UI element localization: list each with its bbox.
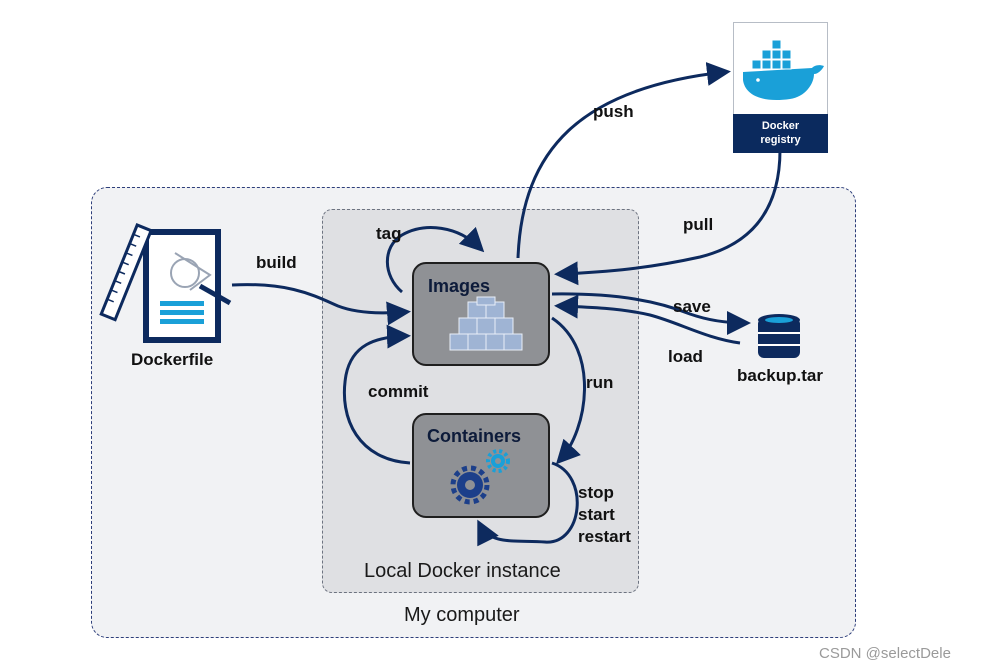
run-arrow (551, 316, 586, 465)
watermark: CSDN @selectDele (819, 645, 951, 662)
build-arrow (231, 283, 411, 326)
images-label: Images (428, 276, 491, 296)
database-icon (758, 314, 800, 358)
build-label: build (256, 253, 297, 272)
commit-label: commit (368, 382, 429, 401)
containers-label: Containers (427, 426, 522, 446)
tag-arrow (386, 226, 485, 294)
tag-label: tag (376, 224, 402, 243)
push-label: push (593, 102, 634, 121)
local-docker-instance-label: Local Docker instance (364, 560, 561, 582)
save-label: save (673, 297, 711, 316)
registry-label-line2: registry (760, 134, 801, 146)
start-label: start (578, 505, 615, 524)
docker-registry-band (733, 114, 828, 153)
save-arrow (551, 292, 751, 335)
dockerfile-icon (99, 223, 232, 343)
load-arrow (554, 294, 741, 345)
dockerfile-label: Dockerfile (131, 350, 214, 369)
images-stack-icon (449, 296, 523, 351)
load-label: load (668, 347, 703, 366)
backup-tar-label: backup.tar (737, 366, 823, 385)
registry-label-line1: Docker (761, 120, 800, 132)
restart-label: restart (578, 527, 631, 546)
my-computer-label: My computer (404, 604, 520, 626)
pull-label: pull (683, 215, 714, 234)
commit-arrow (342, 324, 411, 465)
docker-whale-icon (743, 39, 824, 101)
stop-start-restart-arrow (477, 461, 579, 547)
containers-node[interactable] (412, 413, 550, 518)
run-label: run (586, 373, 614, 392)
gears-icon (450, 449, 510, 505)
pull-arrow (554, 149, 782, 286)
stop-label: stop (578, 483, 614, 502)
push-arrow (516, 62, 731, 259)
